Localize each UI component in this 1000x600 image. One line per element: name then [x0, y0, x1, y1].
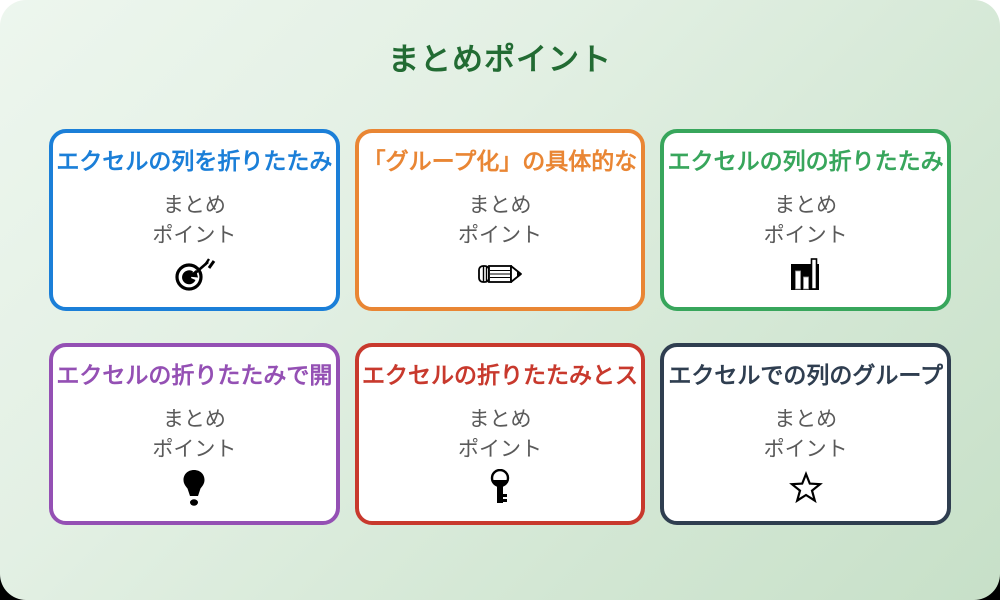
- card-title: エクセルの列の折りたたみ: [667, 148, 944, 174]
- card-title: 「グループ化」の具体的な: [362, 148, 638, 174]
- lightbulb-icon: [181, 469, 207, 507]
- card-body-text: まとめ ポイント: [457, 408, 542, 461]
- summary-card-3[interactable]: エクセルの列の折りたたみ まとめ ポイント: [660, 129, 951, 311]
- card-title: エクセルの折りたたみで開: [56, 362, 333, 388]
- card-body-text: まとめ ポイント: [763, 194, 848, 247]
- dart-target-icon: [172, 255, 216, 293]
- summary-card-2[interactable]: 「グループ化」の具体的な まとめ ポイント: [354, 129, 646, 311]
- card-grid: エクセルの列を折りたたみ まとめ ポイント 「グループ化」の具体的な: [49, 129, 951, 525]
- card-title: エクセルの列を折りたたみ: [56, 148, 333, 174]
- key-icon: [489, 469, 511, 507]
- card-body-text: まとめ ポイント: [152, 194, 237, 247]
- card-title: エクセルでの列のグループ: [668, 362, 943, 388]
- card-body-text: まとめ ポイント: [457, 194, 542, 247]
- summary-card-6[interactable]: エクセルでの列のグループ まとめ ポイント: [660, 343, 951, 525]
- pencil-icon: [477, 255, 523, 293]
- summary-card-1[interactable]: エクセルの列を折りたたみ まとめ ポイント: [49, 129, 340, 311]
- summary-card-4[interactable]: エクセルの折りたたみで開 まとめ ポイント: [49, 343, 340, 525]
- card-title: エクセルの折りたたみとス: [361, 362, 638, 388]
- card-body-text: まとめ ポイント: [763, 408, 848, 461]
- bar-chart-icon: [789, 255, 823, 293]
- summary-card-5[interactable]: エクセルの折りたたみとス まとめ ポイント: [354, 343, 646, 525]
- star-icon: [788, 469, 823, 507]
- card-body-text: まとめ ポイント: [152, 408, 237, 461]
- page-title: まとめポイント: [388, 42, 612, 77]
